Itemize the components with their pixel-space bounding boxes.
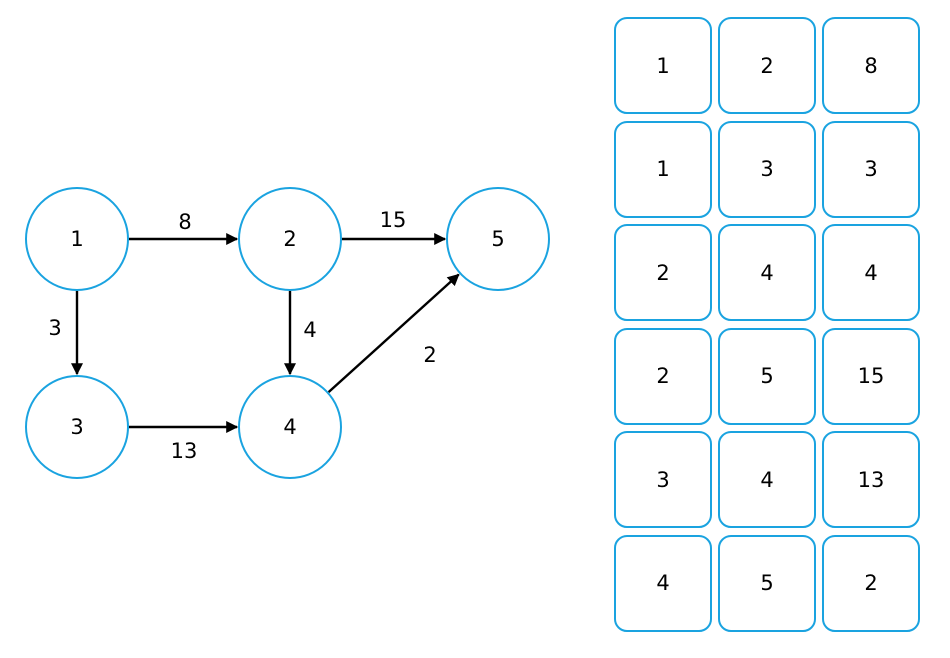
node-label: 2: [283, 227, 296, 251]
table-weight-cell: 2: [822, 534, 920, 632]
table-from-cell: 2: [614, 327, 712, 425]
node-circle: [238, 375, 342, 479]
graph-node-3: 3: [25, 375, 129, 479]
edge-arrow-4-5: [327, 273, 460, 394]
table-weight-cell: 4: [822, 224, 920, 321]
table-from-cell: 1: [614, 120, 712, 218]
table-weight-cell: 8: [822, 17, 920, 114]
table-to-cell: 3: [718, 120, 816, 218]
edge-weight-label: 3: [48, 316, 61, 340]
table-to-cell: 5: [718, 534, 816, 632]
nodes-layer: 1 2 3 4 5: [25, 187, 550, 479]
graph-node-5: 5: [446, 187, 550, 291]
edge-weight-label: 15: [380, 208, 407, 232]
edge-weight-label: 4: [303, 318, 316, 342]
edge-weight-label: 2: [423, 343, 436, 367]
table-weight-cell: 13: [822, 431, 920, 528]
graph-node-2: 2: [238, 187, 342, 291]
graph-diagram: 8 15 3 4 2 13 1 2 3 4 5: [25, 187, 550, 479]
node-label: 1: [70, 227, 83, 251]
table-to-cell: 4: [718, 224, 816, 321]
table-to-cell: 5: [718, 327, 816, 425]
node-circle: [238, 187, 342, 291]
table-from-cell: 1: [614, 17, 712, 114]
table-weight-cell: 15: [822, 327, 920, 425]
table-weight-cell: 3: [822, 120, 920, 218]
table-from-cell: 4: [614, 534, 712, 632]
graph-node-1: 1: [25, 187, 129, 291]
edge-weight-label: 8: [178, 210, 191, 234]
node-circle: [446, 187, 550, 291]
table-from-cell: 2: [614, 224, 712, 321]
table-to-cell: 2: [718, 17, 816, 114]
graph-node-4: 4: [238, 375, 342, 479]
table-from-cell: 3: [614, 431, 712, 528]
node-circle: [25, 375, 129, 479]
table-to-cell: 4: [718, 431, 816, 528]
edge-weight-label: 13: [171, 439, 198, 463]
node-label: 4: [283, 415, 296, 439]
node-label: 5: [491, 227, 504, 251]
node-label: 3: [70, 415, 83, 439]
node-circle: [25, 187, 129, 291]
